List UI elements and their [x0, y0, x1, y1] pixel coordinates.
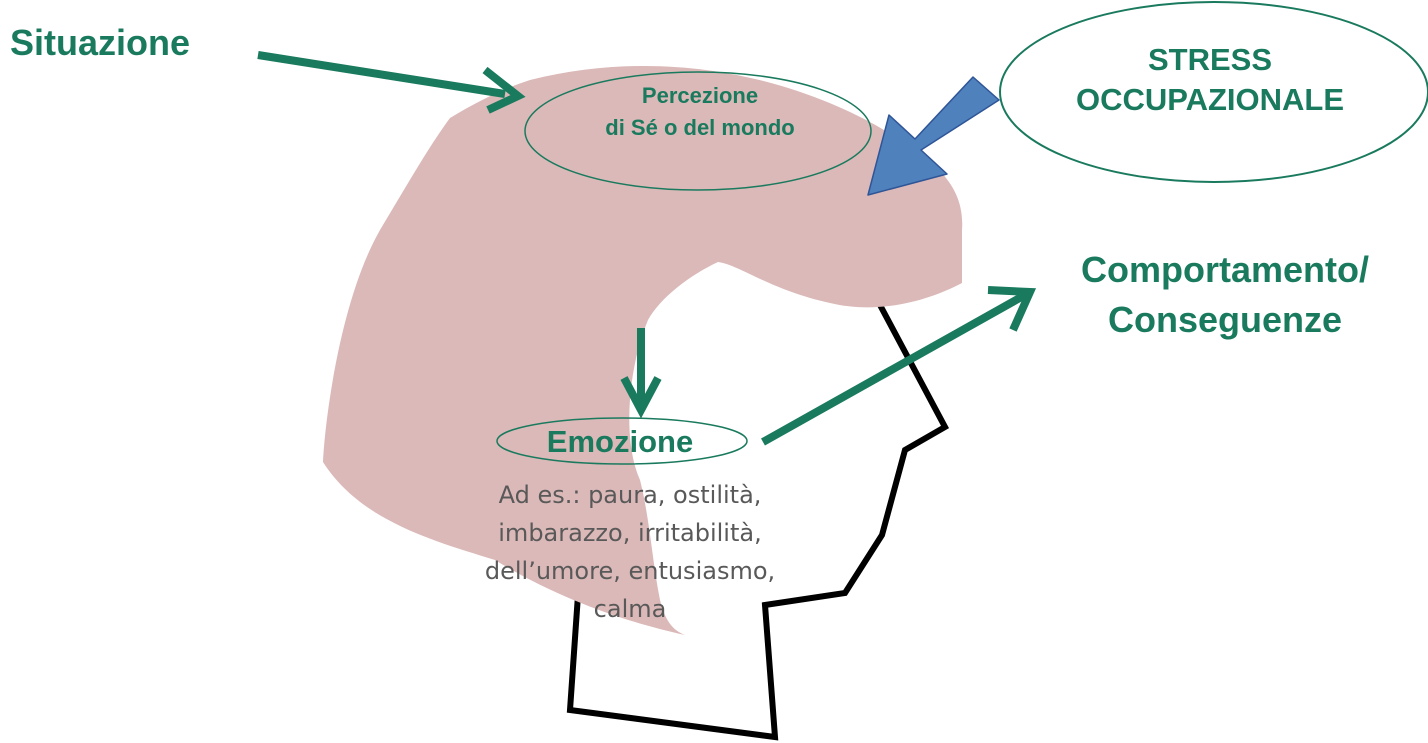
- emozione-examples: Ad es.: paura, ostilità, imbarazzo, irri…: [484, 481, 776, 623]
- comportamento-label: Comportamento/ Conseguenze: [1081, 249, 1369, 340]
- head-outline: [566, 303, 950, 741]
- situazione-label: Situazione: [10, 22, 191, 63]
- emozione-ellipse: [496, 417, 748, 465]
- stress-ellipse: [999, 1, 1428, 183]
- brain-shape: [323, 65, 963, 635]
- arrow-situazione-icon: [257, 51, 526, 114]
- percezione-ellipse: [524, 71, 872, 191]
- arrow-emozione-icon: [620, 328, 662, 419]
- emozione-label: Emozione: [546, 424, 694, 459]
- stress-label: STRESS OCCUPAZIONALE: [1075, 42, 1345, 117]
- arrow-comportamento-icon: [761, 286, 1037, 446]
- arrow-stress-icon: [867, 76, 1000, 196]
- percezione-label: Percezione di Sé o del mondo: [605, 83, 795, 140]
